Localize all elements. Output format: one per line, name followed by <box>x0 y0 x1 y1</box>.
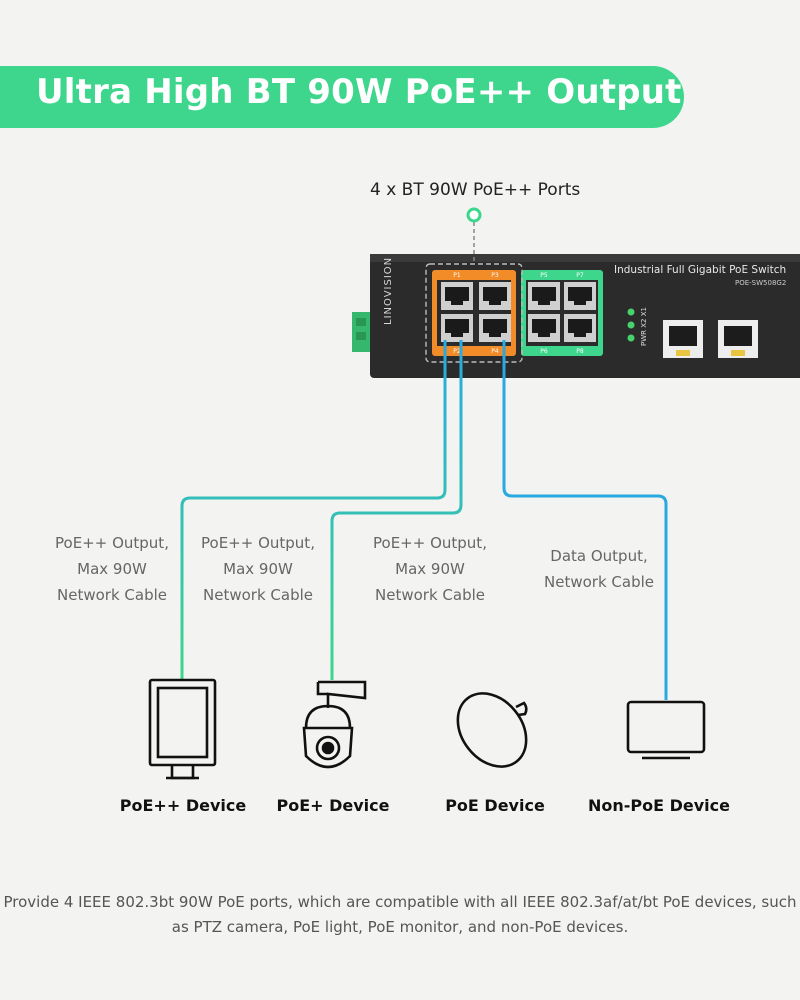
cable-4 <box>502 340 668 700</box>
device-label-non-poe: Non-PoE Device <box>587 796 730 815</box>
cables <box>180 340 668 700</box>
rj45-socket <box>483 319 507 337</box>
device-label-poe: PoE Device <box>445 796 545 815</box>
port-label: P7 <box>576 272 584 279</box>
sfp-ports <box>663 320 758 358</box>
title-banner: Ultra High BT 90W PoE++ Output <box>0 66 684 128</box>
display-icon <box>626 700 706 760</box>
led-labels: PWR X2 X1 <box>640 307 648 346</box>
switch-name: Industrial Full Gigabit PoE Switch <box>614 264 787 276</box>
poe-ports-highlight <box>425 263 523 363</box>
page-title: Ultra High BT 90W PoE++ Output <box>36 72 682 112</box>
port-label: P4 <box>491 348 499 355</box>
status-leds <box>627 308 635 342</box>
port-label: P1 <box>453 272 461 279</box>
poe-light-icon <box>456 692 528 768</box>
footer-description: Provide 4 IEEE 802.3bt 90W PoE ports, wh… <box>3 893 797 936</box>
port-label: P2 <box>453 348 461 355</box>
rj45-socket <box>445 319 469 337</box>
port-label: P3 <box>491 272 499 279</box>
switch-brand: LINOVISION <box>383 256 394 325</box>
rj45-socket <box>532 287 556 305</box>
port-label: P8 <box>576 348 584 355</box>
rj45-socket <box>445 287 469 305</box>
ptz-camera-icon <box>302 680 367 769</box>
device-label-poe-plus: PoE+ Device <box>276 796 390 815</box>
cable-1 <box>180 340 447 680</box>
port-label: P5 <box>540 272 548 279</box>
power-terminal <box>352 312 372 352</box>
monitor-icon <box>148 678 217 780</box>
cable-2 <box>330 340 463 680</box>
rj45-socket <box>532 319 556 337</box>
device-label-poe-plus-plus: PoE++ Device <box>119 796 247 815</box>
rj45-socket <box>568 319 592 337</box>
switch-model: POE-SW508G2 <box>735 279 787 287</box>
rj45-socket <box>568 287 592 305</box>
cable-label-4: Data Output,Network Cable <box>544 547 654 591</box>
ports-callout <box>466 207 482 262</box>
rj45-socket <box>483 287 507 305</box>
ports-callout-label: 4 x BT 90W PoE++ Ports <box>370 180 581 200</box>
port-label: P6 <box>540 348 548 355</box>
